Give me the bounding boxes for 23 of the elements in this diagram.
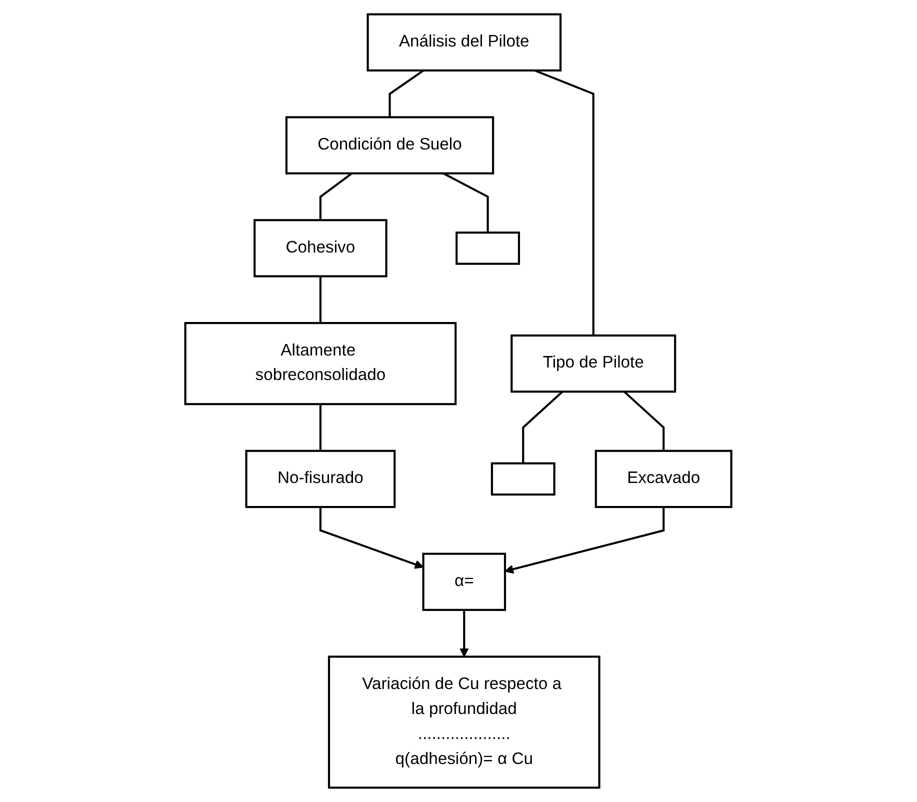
flowchart-drawing: Análisis del Pilote Condición de Suelo Tipo de Pilote Cohesivo Excavado Altamente sobreconsolidado No-fisurado α= Variación de Cu respecto a la profundidad .................... q(adhesión)= α Cu: [177, 6, 740, 796]
connector: [534, 69, 595, 336]
node-box: [595, 450, 733, 508]
node-box: [328, 656, 600, 789]
node-box: [254, 219, 388, 278]
node-box: [510, 334, 676, 393]
arrow: [504, 507, 665, 574]
node-box: [245, 450, 396, 508]
node-box: [184, 322, 457, 406]
connector: [624, 390, 665, 451]
node-box: [366, 13, 562, 72]
node-box: [491, 462, 556, 496]
connector: [320, 172, 353, 220]
arrow: [320, 507, 424, 569]
node-box: [422, 552, 506, 611]
connector: [522, 390, 564, 464]
arrow: [460, 610, 469, 658]
node-box: [286, 116, 494, 174]
node-box: [456, 232, 520, 265]
connector: [388, 70, 424, 118]
connector: [320, 276, 322, 324]
connector: [320, 404, 322, 451]
connector: [442, 172, 490, 233]
